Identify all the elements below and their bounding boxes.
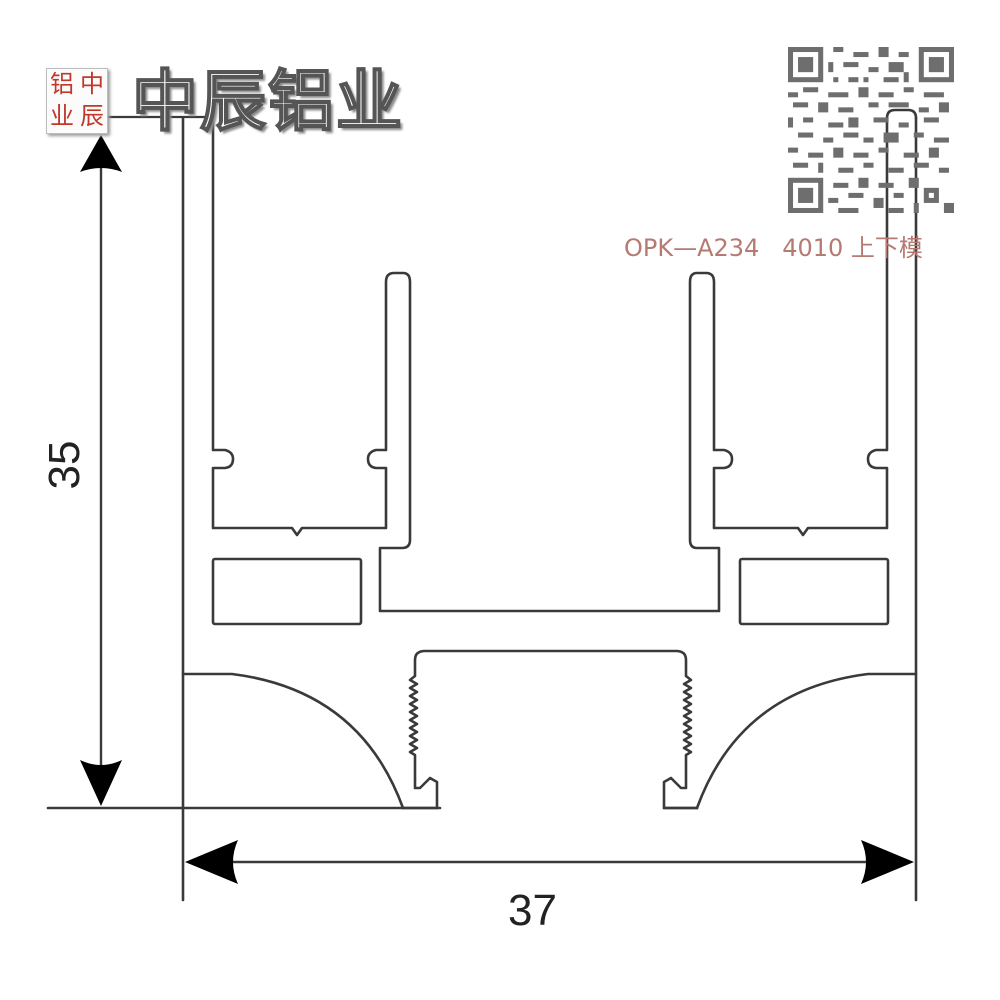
left-bottom-curve bbox=[181, 672, 405, 810]
arrow-right-icon bbox=[861, 840, 914, 884]
qr-code-icon[interactable] bbox=[788, 47, 954, 213]
model-label: OPK—A234 4010 上下模 bbox=[624, 234, 923, 262]
left-hollow bbox=[211, 557, 363, 626]
logo-char-4: 辰 bbox=[80, 102, 104, 130]
screw-port bbox=[408, 649, 699, 810]
arrow-left-icon bbox=[185, 840, 238, 884]
arrow-down-icon bbox=[80, 760, 122, 806]
company-logo: 铝 中 业 辰 bbox=[46, 68, 108, 134]
height-dimension-label: 35 bbox=[40, 440, 89, 490]
right-bottom-curve bbox=[695, 672, 918, 810]
logo-char-1: 铝 bbox=[50, 70, 74, 98]
logo-char-3: 业 bbox=[50, 102, 74, 130]
left-channel-outline bbox=[211, 116, 889, 613]
right-inner-top bbox=[885, 108, 918, 120]
logo-char-2: 中 bbox=[80, 70, 104, 98]
right-hollow bbox=[738, 557, 890, 626]
brand-title: 中辰铝业 bbox=[131, 62, 404, 141]
width-dimension-label: 37 bbox=[508, 886, 557, 935]
arrow-up-icon bbox=[80, 135, 122, 172]
